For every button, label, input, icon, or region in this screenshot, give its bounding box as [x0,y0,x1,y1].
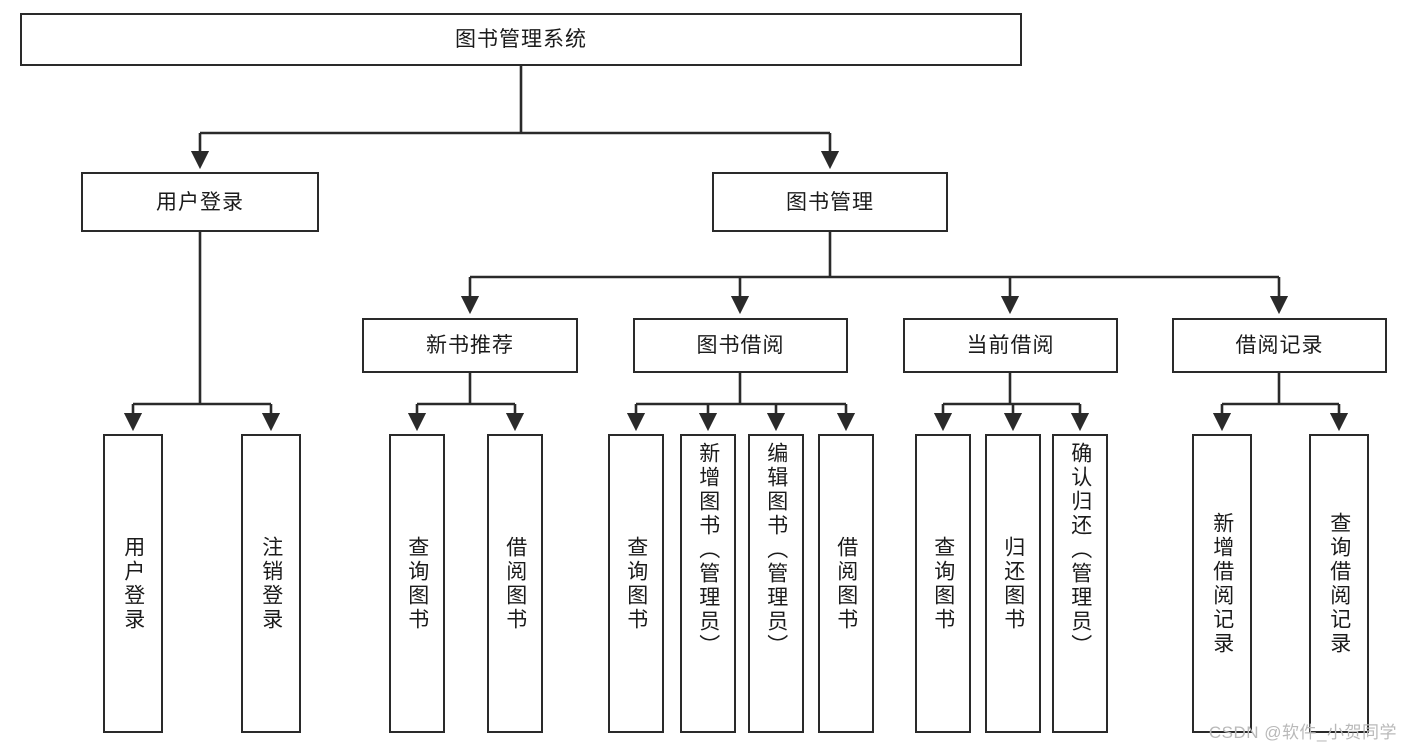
leaf-add-record-label: 新增借阅记录 [1210,511,1234,656]
leaf-borrow-book-2[interactable]: 借阅图书 [818,434,874,733]
leaf-confirm-return-label: 确认归还（管理员） [1068,442,1092,658]
leaf-borrow-book-1[interactable]: 借阅图书 [487,434,543,733]
node-current-borrow[interactable]: 当前借阅 [903,318,1118,373]
leaf-user-login[interactable]: 用户登录 [103,434,163,733]
leaf-logout-label: 注销登录 [259,535,283,632]
node-borrow-record-label: 借阅记录 [1235,334,1324,357]
leaf-query-book-2-label: 查询图书 [624,535,648,632]
node-current-borrow-label: 当前借阅 [966,334,1055,357]
node-user-login[interactable]: 用户登录 [81,172,319,232]
leaf-query-book-2[interactable]: 查询图书 [608,434,664,733]
leaf-query-record[interactable]: 查询借阅记录 [1309,434,1369,733]
node-book-manage[interactable]: 图书管理 [712,172,948,232]
leaf-user-login-label: 用户登录 [121,535,145,632]
leaf-add-record[interactable]: 新增借阅记录 [1192,434,1252,733]
node-root-label: 图书管理系统 [455,28,587,51]
leaf-query-book-1-label: 查询图书 [405,535,429,632]
leaf-return-book[interactable]: 归还图书 [985,434,1041,733]
node-book-manage-label: 图书管理 [786,190,874,214]
node-new-book-recommend[interactable]: 新书推荐 [362,318,578,373]
leaf-edit-book[interactable]: 编辑图书（管理员） [748,434,804,733]
leaf-query-book-3-label: 查询图书 [931,535,955,632]
leaf-query-book-3[interactable]: 查询图书 [915,434,971,733]
node-root[interactable]: 图书管理系统 [20,13,1022,66]
leaf-query-book-1[interactable]: 查询图书 [389,434,445,733]
leaf-query-record-label: 查询借阅记录 [1327,511,1351,656]
node-borrow-record[interactable]: 借阅记录 [1172,318,1387,373]
leaf-confirm-return[interactable]: 确认归还（管理员） [1052,434,1108,733]
leaf-return-book-label: 归还图书 [1001,535,1025,632]
leaf-edit-book-label: 编辑图书（管理员） [764,442,788,658]
node-user-login-label: 用户登录 [156,190,244,214]
node-new-book-recommend-label: 新书推荐 [426,334,514,357]
leaf-logout[interactable]: 注销登录 [241,434,301,733]
node-book-borrow[interactable]: 图书借阅 [633,318,848,373]
leaf-borrow-book-2-label: 借阅图书 [834,535,858,632]
node-book-borrow-label: 图书借阅 [696,334,785,357]
leaf-add-book-label: 新增图书（管理员） [696,442,720,658]
leaf-borrow-book-1-label: 借阅图书 [503,535,527,632]
leaf-add-book[interactable]: 新增图书（管理员） [680,434,736,733]
watermark-text: CSDN @软件_小贺同学 [1208,723,1397,742]
